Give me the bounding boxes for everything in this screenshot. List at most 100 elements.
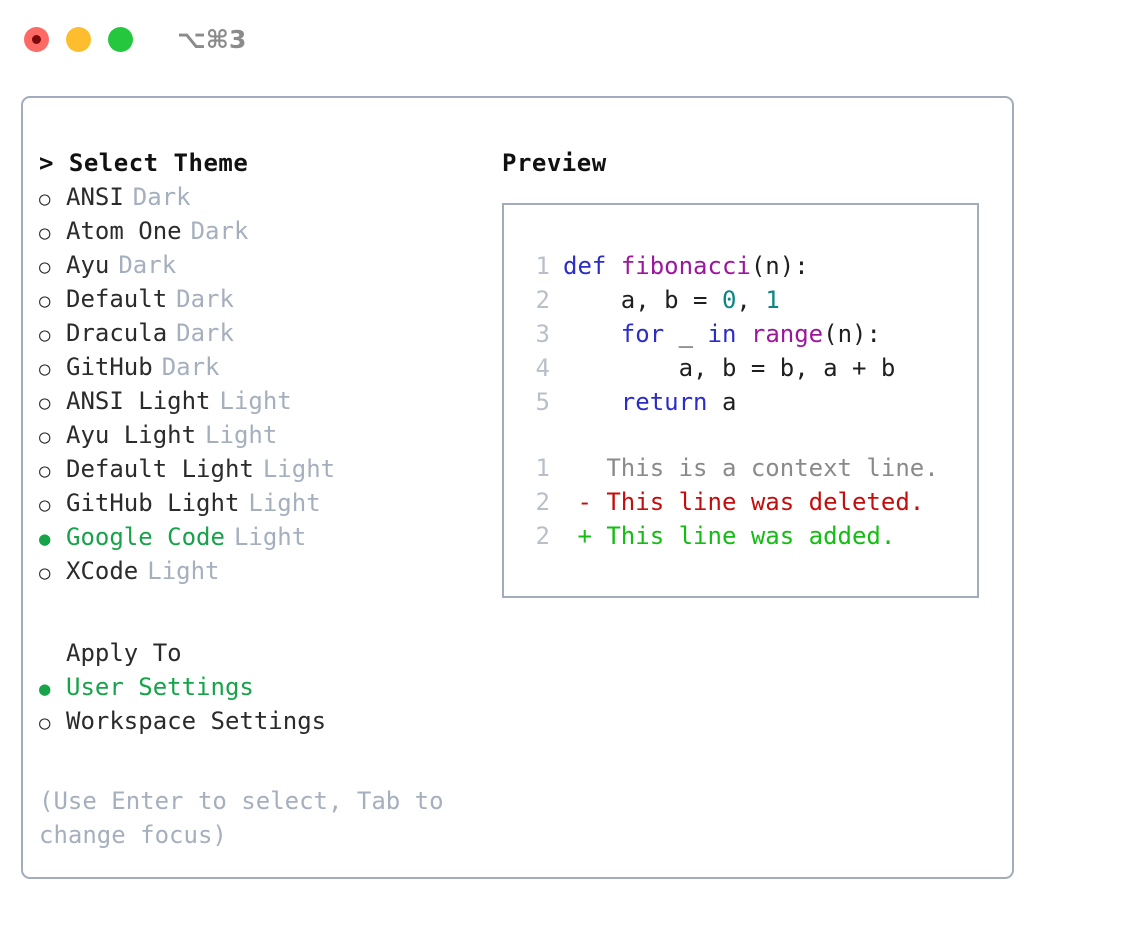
apply-to-option[interactable]: User Settings (39, 670, 499, 704)
theme-list-item[interactable]: GitHub Dark (39, 350, 499, 384)
theme-variant-tag: Light (262, 455, 336, 483)
theme-list: ANSIDarkAtom OneDarkAyuDarkDefaultDarkDr… (39, 180, 499, 588)
apply-to-label: Workspace Settings (66, 707, 327, 735)
radio-unselected-icon[interactable] (39, 554, 66, 590)
theme-list-item[interactable]: Google Code Light (39, 520, 499, 554)
hint-spacer (39, 738, 499, 772)
radio-unselected-icon[interactable] (39, 384, 66, 420)
keyboard-hint: (Use Enter to select, Tab to change focu… (39, 787, 459, 849)
radio-unselected-icon[interactable] (39, 282, 66, 318)
line-number: 1 (535, 252, 550, 280)
theme-name: Default Light (66, 455, 254, 483)
code-token-fn: range (750, 320, 824, 348)
preview-title: Preview (502, 149, 607, 177)
code-token-plain: a (707, 388, 737, 416)
theme-name: Google Code (66, 523, 225, 551)
code-line-text: for _ in range(n): (563, 317, 881, 351)
apply-to-option[interactable]: Workspace Settings (39, 704, 499, 738)
code-line-text: a, b = b, a + b (563, 351, 896, 385)
code-token-kw: def (563, 252, 607, 280)
code-token-plain (563, 320, 621, 348)
code-token-num: 0 (721, 286, 737, 314)
radio-unselected-icon[interactable] (39, 248, 66, 284)
code-line: 1 def fibonacci(n): (504, 249, 977, 283)
code-token-plain (736, 320, 750, 348)
radio-unselected-icon[interactable] (39, 486, 66, 522)
theme-picker-heading: > Select Theme (39, 149, 249, 177)
code-token-plain: a, b = b, a + b (563, 354, 896, 382)
theme-variant-tag: Light (219, 387, 292, 415)
theme-name: Ayu (66, 251, 110, 279)
theme-list-item[interactable]: GitHub Light Light (39, 486, 499, 520)
code-token-kw: return (620, 388, 708, 416)
theme-list-item[interactable]: ANSI Dark (39, 180, 499, 214)
diff-line: 2 - This line was deleted. (504, 485, 977, 519)
code-token-kw: in (707, 320, 737, 348)
list-spacer (39, 588, 499, 636)
code-token-plain: (n): (823, 320, 881, 348)
radio-unselected-icon[interactable] (39, 180, 66, 216)
theme-variant-tag: Dark (176, 319, 234, 347)
theme-variant-tag: Light (147, 557, 220, 585)
code-token-kw: for (620, 320, 665, 348)
theme-name: GitHub Light (66, 489, 240, 517)
close-button[interactable] (24, 26, 49, 52)
radio-unselected-icon[interactable] (39, 316, 66, 352)
diff-line: 1 This is a context line. (504, 451, 977, 485)
radio-selected-icon[interactable] (39, 520, 66, 556)
code-token-plain: (n): (750, 252, 809, 280)
theme-list-item[interactable]: Ayu Dark (39, 248, 499, 282)
main-panel: > Select Theme ANSIDarkAtom OneDarkAyuDa… (21, 96, 1014, 879)
theme-variant-tag: Dark (118, 251, 177, 279)
theme-variant-tag: Dark (132, 183, 191, 211)
radio-selected-icon[interactable] (39, 670, 66, 706)
traffic-light-group (24, 26, 133, 52)
radio-unselected-icon[interactable] (39, 418, 66, 454)
code-line: 3 for _ in range(n): (504, 317, 977, 351)
radio-unselected-icon[interactable] (39, 214, 66, 250)
theme-variant-tag: Light (233, 523, 307, 551)
radio-unselected-icon[interactable] (39, 704, 66, 740)
theme-list-item[interactable]: Dracula Dark (39, 316, 499, 350)
theme-list-item[interactable]: Default Light Light (39, 452, 499, 486)
theme-name: Default (66, 285, 168, 313)
code-line: 2 a, b = 0, 1 (504, 283, 977, 317)
line-number: 5 (535, 388, 550, 416)
radio-unselected-icon[interactable] (39, 452, 66, 488)
code-line-text: def fibonacci(n): (563, 249, 809, 283)
title-bar: ⌥⌘3 (0, 0, 1140, 78)
code-line-text: a, b = 0, 1 (563, 283, 780, 317)
diff-sample: 1 This is a context line.2 - This line w… (504, 451, 977, 553)
code-token-plain: , (736, 286, 766, 314)
theme-name: Ayu Light (66, 421, 197, 449)
theme-name: Atom One (66, 217, 182, 245)
theme-variant-tag: Dark (161, 353, 220, 381)
code-token-fn: fibonacci (620, 252, 751, 280)
radio-unselected-icon[interactable] (39, 350, 66, 386)
minimize-button[interactable] (66, 26, 91, 52)
theme-name: ANSI (66, 183, 124, 211)
theme-variant-tag: Light (248, 489, 321, 517)
code-line: 4 a, b = b, a + b (504, 351, 977, 385)
line-number: 4 (535, 354, 550, 382)
code-token-plain (563, 388, 621, 416)
theme-name: Dracula (66, 319, 168, 347)
maximize-button[interactable] (108, 26, 133, 52)
code-token-plain: a, b = (563, 286, 722, 314)
code-diff-gap (504, 419, 977, 451)
code-token-plain: _ (664, 320, 708, 348)
recording-indicator-icon (32, 34, 41, 44)
diff-line-text: This is a context line. (563, 454, 939, 482)
line-number: 2 (535, 286, 550, 314)
theme-name: GitHub (66, 353, 153, 381)
code-line-text: return a (563, 385, 737, 419)
code-token-num: 1 (765, 286, 780, 314)
